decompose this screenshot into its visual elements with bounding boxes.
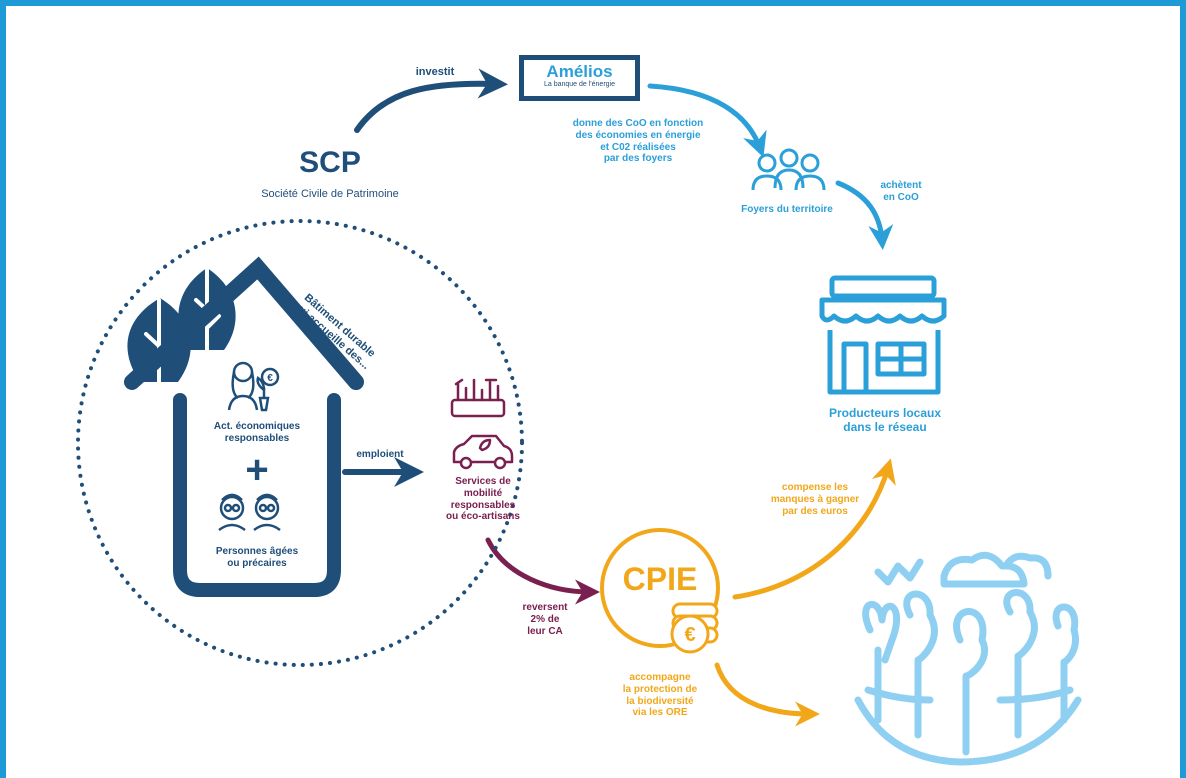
cpie-title: CPIE	[622, 561, 698, 597]
label-emploient: emploient	[356, 449, 404, 460]
arrow-to-foyers	[647, 83, 767, 158]
arrow-investit	[354, 68, 508, 133]
svg-text:€: €	[267, 373, 273, 384]
amelios-logo: Amélios La banque de l'énergie	[519, 55, 640, 101]
label-personnes: Personnes âgées ou précaires	[215, 546, 299, 569]
amelios-logo-name: Amélios	[546, 62, 613, 81]
people-group-icon	[751, 148, 826, 191]
euro-coins-icon: €	[670, 602, 719, 654]
arrow-achetent	[835, 180, 894, 250]
label-investit: investit	[415, 66, 455, 78]
label-services: Services de mobilité responsables ou éco…	[446, 476, 520, 523]
label-compense: compense les manques à gagner par des eu…	[770, 482, 860, 517]
store-icon	[819, 275, 947, 395]
electric-car-icon	[452, 434, 514, 470]
tools-icon	[450, 378, 506, 418]
label-achetent: achètent en CoO	[880, 180, 922, 203]
cpie-emblem	[600, 528, 720, 648]
woman-plant-euro-icon: €	[227, 361, 280, 412]
label-reversent: reversent 2% de leur CA	[522, 602, 568, 637]
elderly-people-icon	[218, 493, 281, 532]
plus-sign: +	[245, 448, 269, 492]
label-producteurs: Producteurs locaux dans le réseau	[828, 406, 942, 435]
dotted-circle	[76, 219, 524, 667]
scp-subtitle: Société Civile de Patrimoine	[261, 188, 399, 200]
label-foyers: Foyers du territoire	[741, 204, 833, 215]
label-accompagne: accompagne la protection de la biodivers…	[622, 672, 698, 719]
scp-title: SCP	[299, 146, 361, 179]
arrow-accompagne	[714, 662, 820, 727]
label-donne-coo: donne des CoO en fonction des économies …	[572, 118, 704, 165]
arrow-reversent	[485, 537, 600, 605]
house-icon	[124, 256, 364, 597]
label-act-eco: Act. économiques responsables	[213, 421, 301, 444]
amelios-logo-tagline: La banque de l'énergie	[543, 81, 615, 88]
forest-birds-icon	[854, 551, 1082, 766]
arrow-compense	[732, 458, 896, 600]
svg-text:€: €	[684, 624, 695, 646]
